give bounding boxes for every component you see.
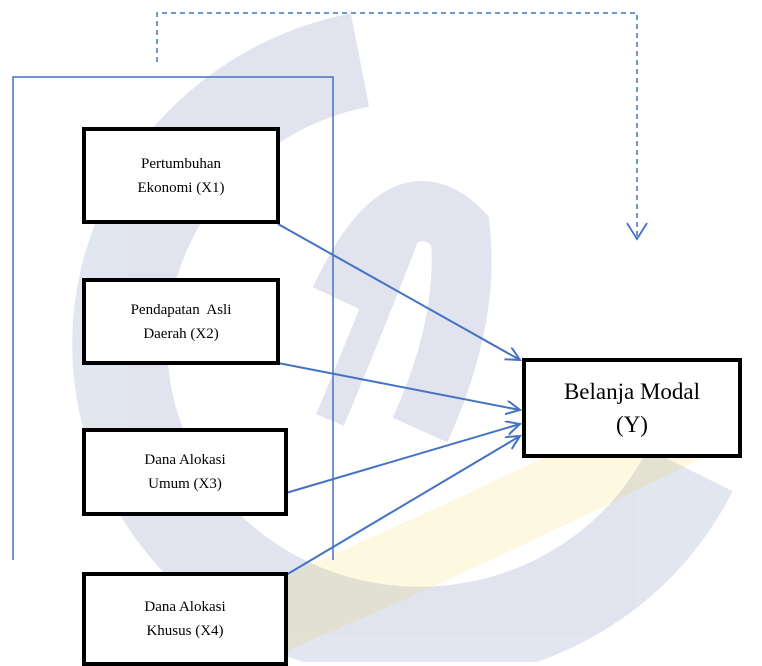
variable-box-x2: Pendapatan Asli Daerah (X2) [82,278,280,365]
x3-label-line2: Umum (X3) [148,476,222,492]
y-label-line1: Belanja Modal [563,379,701,404]
arrow-x4-to-y [285,436,520,576]
bracket-line [12,76,334,560]
arrow-x2-to-y [277,362,520,410]
variable-box-x1: Pertumbuhan Ekonomi (X1) [82,127,280,224]
x4-label-line1: Dana Alokasi [144,599,226,615]
x2-label-line1: Pendapatan Asli [130,301,232,318]
x1-label-line1: Pertumbuhan [141,155,221,172]
x1-label-line2: Ekonomi (X1) [137,179,225,196]
x3-label-line1: Dana Alokasi [144,452,226,468]
arrow-x1-to-y [277,223,520,360]
arrow-x3-to-y [285,424,520,494]
y-label-line2: (Y) [616,412,648,437]
dependent-variable-box-y: Belanja Modal (Y) [522,358,742,458]
dashed-arrowhead [626,222,648,241]
variable-box-x3: Dana Alokasi Umum (X3) [82,428,288,516]
x2-label-line2: Daerah (X2) [143,325,219,342]
dashed-simultaneous-path [156,12,638,236]
variable-box-x4: Dana Alokasi Khusus (X4) [82,572,288,666]
x4-label-line2: Khusus (X4) [146,623,224,639]
